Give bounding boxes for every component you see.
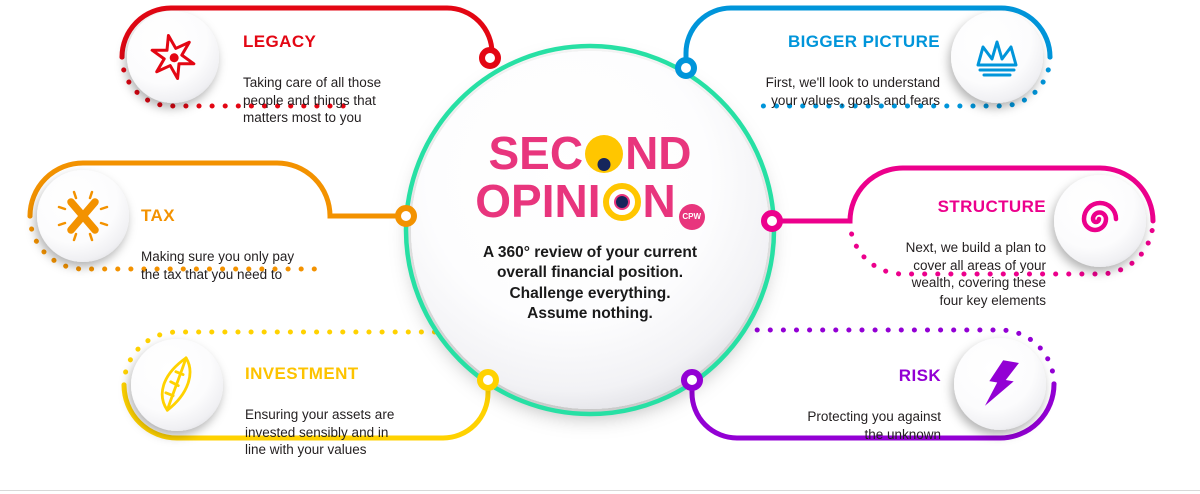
cpw-badge: CPW [678, 203, 705, 230]
logo-text-sec: SEC [488, 127, 584, 179]
structure-title: STRUCTURE [937, 197, 1046, 216]
lightning-icon [984, 360, 1019, 406]
bigger-picture-title: BIGGER PICTURE [787, 32, 940, 51]
structure-pill [779, 165, 1156, 277]
legacy-pill [119, 5, 495, 109]
risk-pill [689, 327, 1057, 441]
bigger-picture-description: First, we'll look to understand your val… [765, 74, 940, 108]
logo-eye-o-icon [602, 182, 641, 221]
structure-node: STRUCTURE Next, we build a plan to cover… [821, 180, 1046, 328]
tax-pill [27, 160, 398, 272]
legacy-connector-node [479, 47, 501, 69]
bigger-picture-pill-solid [683, 5, 1053, 61]
legacy-pill-dotted [119, 54, 355, 109]
bigger-picture-icon-circle [951, 11, 1043, 103]
tax-pill-dotted [27, 213, 321, 272]
bottom-divider [0, 490, 1200, 491]
logo-text-n: N [642, 174, 676, 227]
tax-description: Making sure you only pay the tax that yo… [141, 248, 295, 282]
x-icon [57, 190, 109, 242]
bigger-picture-node: BIGGER PICTURE First, we'll look to unde… [695, 15, 940, 127]
tax-title: TAX [141, 206, 175, 225]
structure-description: Next, we build a plan to cover all areas… [905, 239, 1046, 309]
tax-node: TAX Making sure you only pay the tax tha… [141, 189, 336, 301]
bigger-picture-pill [683, 5, 1053, 109]
bigger-picture-pill-dotted [755, 54, 1053, 109]
risk-description: Protecting you against the unknown [807, 408, 941, 442]
risk-title: RISK [898, 366, 941, 385]
spiral-icon [1081, 200, 1119, 233]
structure-connector-node [761, 210, 783, 232]
logo-text-opini: OPINI [475, 174, 601, 227]
center-sphere-ball [411, 51, 769, 409]
structure-pill-solid [779, 165, 1156, 224]
risk-pill-solid [689, 381, 1057, 441]
logo-line-1: SEC ND [420, 127, 760, 179]
investment-title: INVESTMENT [245, 364, 359, 383]
crown-icon [976, 40, 1018, 77]
legacy-pill-solid [119, 5, 495, 60]
investment-pill-dotted [121, 329, 451, 388]
legacy-title: LEGACY [243, 32, 317, 51]
star-icon [150, 33, 196, 81]
legacy-description: Taking care of all those people and thin… [243, 74, 382, 126]
tax-pill-solid [27, 160, 398, 219]
investment-pill [121, 329, 491, 441]
bigger-picture-connector-node [675, 57, 697, 79]
logo-eye-pupil [615, 195, 628, 208]
structure-pill-dotted [847, 218, 1156, 277]
risk-connector-node [681, 369, 703, 391]
logo-yellow-o-icon [585, 135, 624, 173]
investment-pill-solid [121, 382, 491, 441]
investment-node: INVESTMENT Ensuring your assets are inve… [245, 347, 460, 477]
leaf-icon [160, 356, 192, 412]
center-tagline: A 360° review of your current overall fi… [482, 243, 698, 323]
legacy-node: LEGACY Taking care of all those people a… [243, 15, 453, 145]
risk-pill-dotted [752, 327, 1057, 387]
investment-description: Ensuring your assets are invested sensib… [245, 406, 395, 458]
logo-o-dot [597, 158, 611, 171]
logo-text-nd: ND [625, 127, 692, 179]
tax-connector-node [395, 205, 417, 227]
risk-node: RISK Protecting you against the unknown [736, 349, 941, 461]
investment-connector-node [477, 369, 499, 391]
